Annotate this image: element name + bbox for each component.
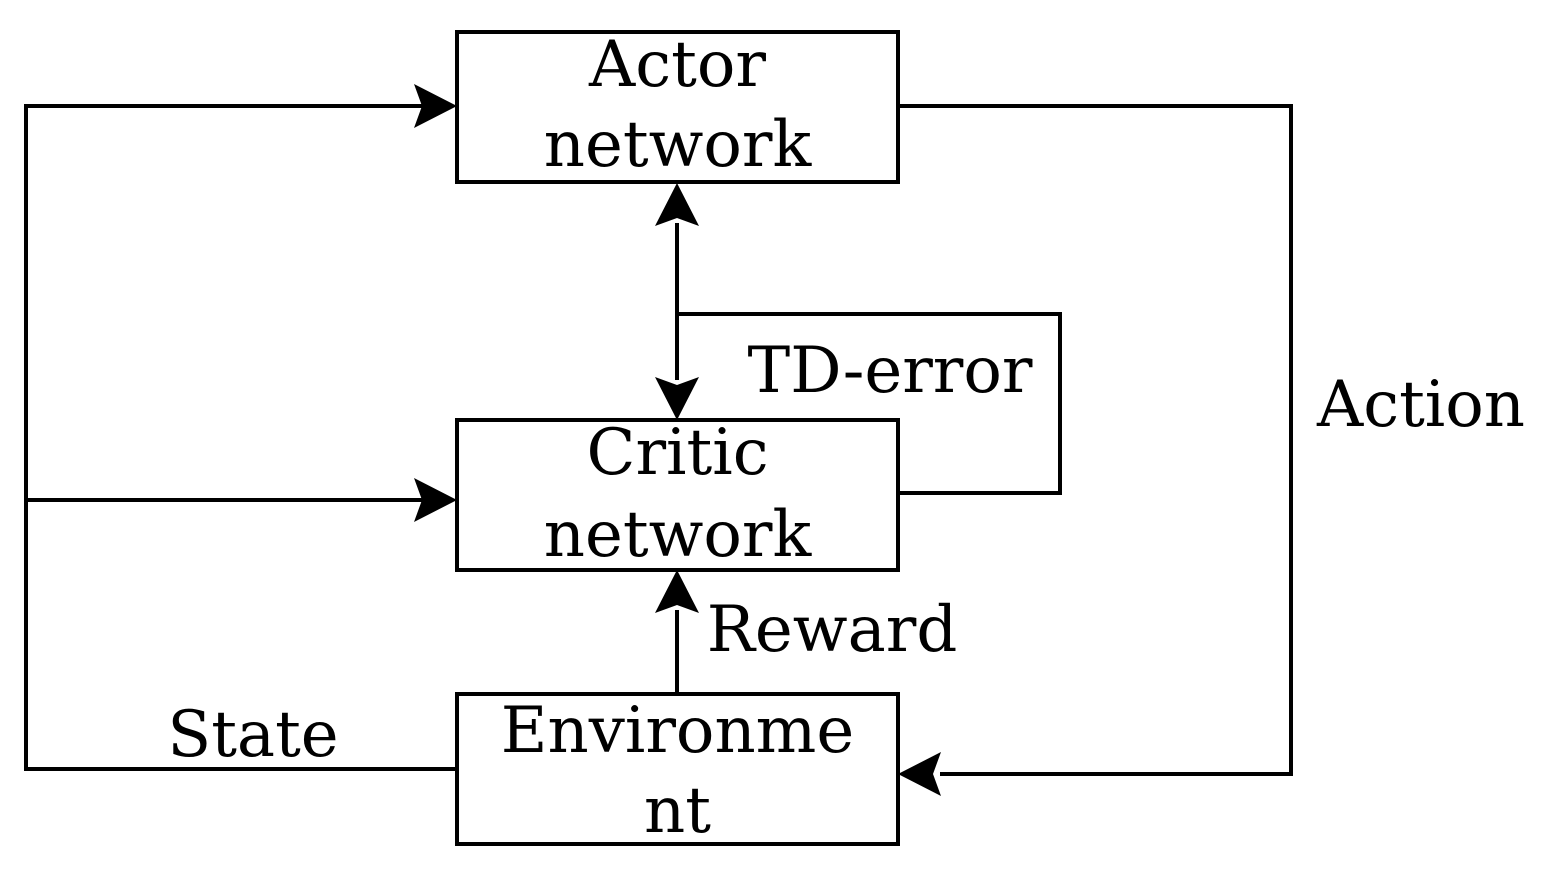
actor-network-label-line2: network [544, 108, 813, 182]
environment-node: Environme nt [455, 692, 900, 848]
reward-arrowhead [655, 570, 699, 613]
environment-label-line1: Environme [501, 694, 854, 768]
actor-network-label-line1: Actor [588, 28, 766, 102]
critic-network-box [455, 418, 900, 572]
critic-to-actor-arrowhead [655, 183, 699, 226]
critic-network-label-line1: Critic [586, 416, 768, 490]
action-line [896, 104, 1293, 776]
actor-to-critic-arrowhead [655, 377, 699, 420]
td-error-label: TD-error [748, 334, 1033, 408]
actor-network-box [455, 30, 900, 184]
critic-network-node: Critic network [455, 416, 900, 572]
action-arrowhead [898, 752, 941, 796]
state-to-actor-arrowhead [414, 84, 457, 128]
state-label: State [167, 698, 338, 772]
critic-network-label-line2: network [544, 498, 813, 572]
action-label: Action [1316, 368, 1525, 442]
actor-network-node: Actor network [455, 28, 900, 184]
environment-box [455, 692, 900, 846]
td-error-loop-line [675, 312, 1062, 495]
state-feedback-line [24, 104, 459, 771]
state-to-critic-arrowhead [414, 478, 457, 522]
reward-label: Reward [707, 593, 958, 667]
environment-label-line2: nt [644, 774, 711, 848]
